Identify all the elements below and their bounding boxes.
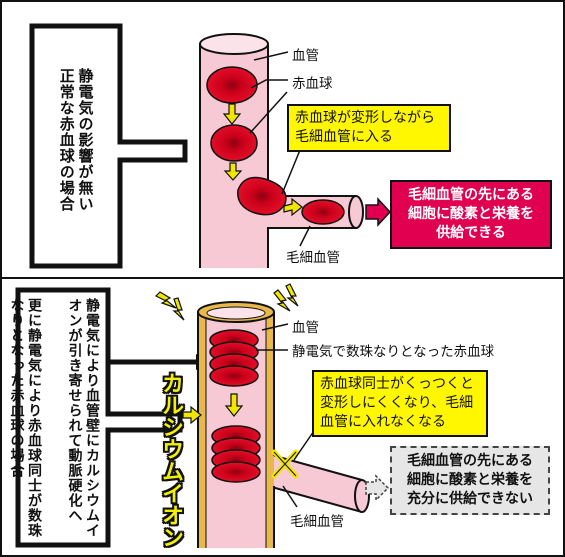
bottom-side-text-sub: 更に静電気により赤血球同士が数珠なりとなった赤血球の場合 xyxy=(8,298,43,538)
bottom-side-text-sub-a: 更に静電気により赤血球同士が数珠なりとなった赤血球の場合 xyxy=(9,298,43,544)
bottom-label-vessel: 血管 xyxy=(292,320,319,336)
bottom-side-text-main: 静電気により血管壁にカルシウムイオンが引き寄せられて動脈硬化へ xyxy=(66,298,101,538)
top-result-arrow xyxy=(365,197,392,227)
top-label-rbc: 赤血球 xyxy=(292,76,333,92)
bottom-result-arrow xyxy=(365,474,390,502)
top-pointer-box xyxy=(29,23,188,269)
rbc xyxy=(206,66,258,104)
rbc-deforming xyxy=(237,176,287,216)
bottom-callout: 赤血球同士がくっつくと 変形しにくくなり、毛細 血管に入れなくなる xyxy=(312,370,488,437)
bottom-label-rbc: 静電気で数珠なりとなった赤血球 xyxy=(292,344,495,360)
top-side-text: 静電気の影響が無い 正常な赤血球の場合 xyxy=(57,68,95,212)
top-flow-arrows xyxy=(222,103,303,217)
calcium-ion-label: カルシウムイオン xyxy=(158,372,183,548)
bottom-stacked-rbcs xyxy=(209,329,261,483)
top-leader-lines xyxy=(249,51,311,247)
bottom-result-box: 毛細血管の先にある 細胞に酸素と栄養を 充分に供給できない xyxy=(390,446,550,515)
rbc xyxy=(210,124,258,162)
top-label-capillary: 毛細血管 xyxy=(286,250,340,266)
static-spark-icons xyxy=(154,283,299,321)
spark-icon xyxy=(154,291,177,309)
top-label-vessel: 血管 xyxy=(292,48,319,64)
bottom-flow-arrows xyxy=(182,393,244,425)
bottom-label-capillary: 毛細血管 xyxy=(290,514,344,530)
top-callout: 赤血球が変形しながら 毛細血管に入る xyxy=(287,104,451,152)
spark-icon xyxy=(172,297,185,321)
bottom-pointer-box xyxy=(15,287,183,548)
spark-icon xyxy=(273,289,291,312)
bottom-side-text-main-a: 静電気により血管壁にカルシウムイオンが引き寄せられて動脈硬化へ xyxy=(67,298,101,544)
top-red-blood-cells xyxy=(206,66,345,225)
rbc-in-capillary xyxy=(301,199,345,225)
calcium-arrow xyxy=(182,405,202,425)
top-result-box: 毛細血管の先にある 細胞に酸素と栄養を 供給できる xyxy=(390,180,552,249)
spark-icon xyxy=(285,283,299,307)
